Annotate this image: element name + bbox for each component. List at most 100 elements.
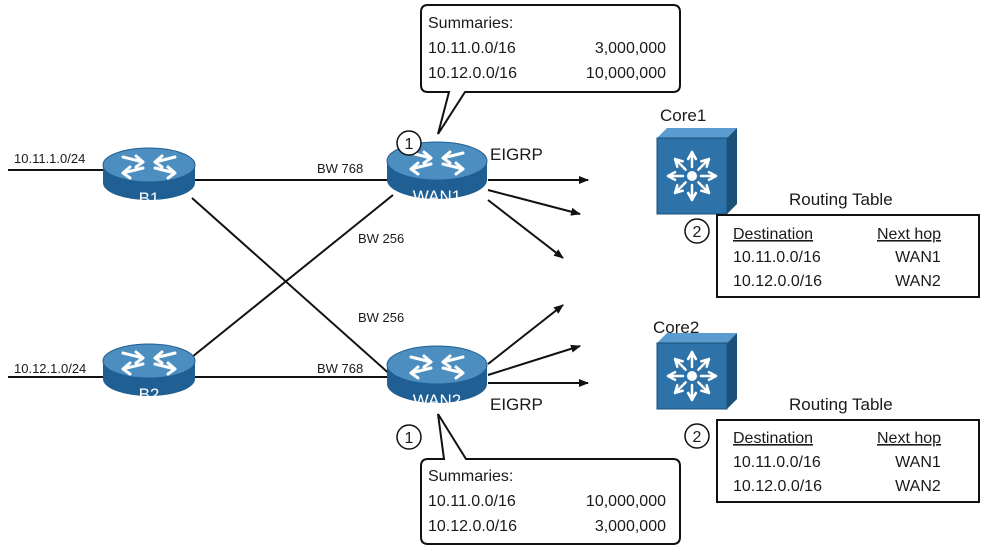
router-arrow-glyph	[409, 161, 433, 176]
summary-metric: 3,000,000	[595, 40, 666, 57]
routing-table-core2: Routing Table Destination Next hop 10.11…	[716, 395, 980, 503]
switch-arrow-glyph	[686, 150, 698, 169]
switch-arrow-glyph	[686, 383, 698, 402]
routing-table-box	[716, 419, 980, 503]
router-wan1-label: WAN1	[413, 187, 462, 206]
router-arrow-glyph	[441, 150, 465, 165]
switch-arrow-glyph	[666, 170, 685, 182]
router-arrow-glyph	[153, 361, 177, 376]
router-arrow-glyph	[121, 350, 145, 365]
link-b1-wan2	[191, 197, 394, 378]
switch-arrow-glyph	[699, 170, 718, 182]
router-b2-top	[102, 343, 196, 379]
summary-title: Summaries:	[428, 15, 513, 32]
summary-prefix: 10.11.0.0/16	[428, 493, 516, 510]
router-arrow-glyph	[121, 165, 145, 180]
summary-metric: 10,000,000	[586, 493, 666, 510]
route-destination: 10.12.0.0/16	[733, 478, 822, 495]
step-number: 1	[405, 136, 414, 153]
switch-top	[657, 333, 737, 343]
switch-arrow-glyph	[686, 350, 698, 369]
step-marker-2-core2: 2	[684, 423, 710, 449]
summary-prefix: 10.11.0.0/16	[428, 40, 516, 57]
router-b2[interactable]: B2	[102, 343, 196, 404]
col-header-destination: Destination	[733, 430, 813, 447]
switch-arrow-glyph	[697, 157, 711, 171]
eigrp-arrow	[487, 189, 581, 216]
router-arrow-glyph	[441, 161, 465, 176]
summary-metric: 10,000,000	[586, 65, 666, 82]
switch-arrow-glyph	[673, 357, 687, 371]
route-next-hop: WAN1	[895, 249, 941, 266]
router-arrow-glyph	[409, 365, 433, 380]
summary-callout-top: Summaries: 10.11.0.0/16 3,000,000 10.12.…	[420, 4, 681, 135]
switch-side	[727, 333, 737, 409]
routing-table-title: Routing Table	[789, 395, 893, 414]
router-arrow-glyph	[441, 365, 465, 380]
callout-bubble	[420, 413, 681, 545]
core1-label: Core1	[660, 106, 706, 125]
router-b2-label: B2	[139, 385, 160, 404]
router-b1-top	[102, 147, 196, 183]
router-arrow-glyph	[409, 354, 433, 369]
routing-table-core1: Routing Table Destination Next hop 10.11…	[716, 190, 980, 298]
eigrp-arrow	[487, 199, 564, 259]
router-arrow-glyph	[121, 154, 145, 169]
step-number: 2	[693, 224, 702, 241]
switch-side	[727, 128, 737, 214]
core1-switch[interactable]	[656, 128, 737, 215]
route-destination: 10.11.0.0/16	[733, 454, 821, 471]
eigrp-label-bottom: EIGRP	[490, 395, 543, 414]
eigrp-label-top: EIGRP	[490, 145, 543, 164]
col-header-destination: Destination	[733, 226, 813, 243]
bw-label-b1-wan1: BW 768	[317, 161, 363, 176]
summary-title: Summaries:	[428, 468, 513, 485]
core2-label: Core2	[653, 318, 699, 337]
switch-arrow-glyph	[666, 370, 685, 382]
router-b1[interactable]: B1	[102, 147, 196, 208]
router-arrow-glyph	[153, 165, 177, 180]
callout-bubble	[420, 4, 681, 135]
router-arrows-icon	[121, 154, 177, 180]
router-arrows-icon	[409, 150, 465, 176]
switch-arrow-glyph	[686, 183, 698, 202]
router-wan2[interactable]: WAN2	[386, 345, 488, 410]
summary-metric: 3,000,000	[595, 518, 666, 535]
step-marker-2-core1: 2	[684, 218, 710, 244]
router-wan2-top	[386, 345, 488, 385]
route-destination: 10.11.0.0/16	[733, 249, 821, 266]
switch-arrow-glyph	[697, 181, 711, 195]
bw-label-b2-wan1: BW 256	[358, 231, 404, 246]
routing-table-box	[716, 214, 980, 298]
switch-arrow-glyph	[699, 370, 718, 382]
core2-switch[interactable]	[656, 333, 737, 410]
router-arrow-glyph	[441, 354, 465, 369]
step-number: 2	[693, 429, 702, 446]
router-arrows-icon	[409, 354, 465, 380]
step-marker-1-top: 1	[396, 130, 422, 156]
bw-label-b2-wan2: BW 768	[317, 361, 363, 376]
summary-callout-bottom: Summaries: 10.11.0.0/16 10,000,000 10.12…	[420, 413, 681, 545]
switch-arrow-glyph	[697, 381, 711, 395]
b2-lan-subnet-label: 10.12.1.0/24	[14, 361, 86, 376]
eigrp-arrow	[487, 304, 564, 365]
switch-arrow-glyph	[673, 181, 687, 195]
switch-center-dot	[687, 171, 697, 181]
col-header-next-hop: Next hop	[877, 430, 941, 447]
col-header-next-hop: Next hop	[877, 226, 941, 243]
step-marker-1-bottom: 1	[396, 424, 422, 450]
router-arrow-glyph	[153, 350, 177, 365]
router-b1-label: B1	[139, 189, 160, 208]
router-arrows-icon	[121, 350, 177, 376]
route-next-hop: WAN2	[895, 273, 941, 290]
link-b2-wan1	[191, 194, 394, 358]
route-next-hop: WAN2	[895, 478, 941, 495]
switch-center-dot	[687, 371, 697, 381]
summary-prefix: 10.12.0.0/16	[428, 65, 517, 82]
router-wan2-label: WAN2	[413, 391, 462, 410]
router-arrow-glyph	[121, 361, 145, 376]
summary-prefix: 10.12.0.0/16	[428, 518, 517, 535]
switch-arrow-glyph	[697, 357, 711, 371]
switch-arrow-glyph	[673, 381, 687, 395]
